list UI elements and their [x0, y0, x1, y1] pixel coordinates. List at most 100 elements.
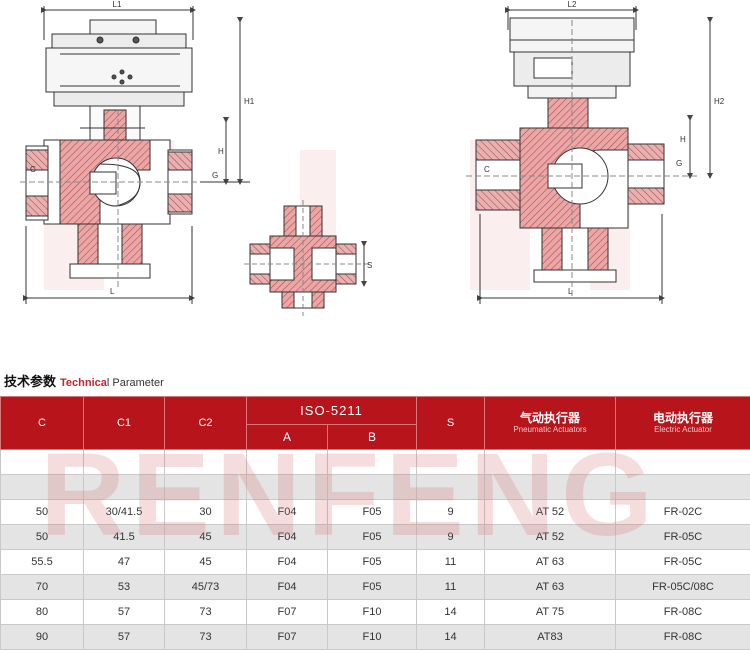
header-electric: 电动执行器 Electric Actuator [615, 396, 750, 450]
table-row [0, 474, 750, 500]
table-cell [83, 474, 165, 500]
table-cell [0, 449, 84, 475]
header-pneumatic-en: Pneumatic Actuators [513, 424, 587, 434]
table-cell [246, 474, 328, 500]
table-cell: F07 [246, 624, 328, 650]
table-cell: 70 [0, 574, 84, 600]
table-cell [327, 474, 417, 500]
dim-label-c-left: C [30, 165, 36, 174]
table-cell: FR-05C [615, 524, 750, 550]
front-view-electric [466, 6, 713, 304]
table-cell: AT 75 [484, 599, 616, 625]
table-cell: 30 [164, 499, 247, 525]
section-title-cn: 技术参数 [4, 374, 57, 389]
table-cell: 30/41.5 [83, 499, 165, 525]
table-cell [0, 474, 84, 500]
table-cell: AT 52 [484, 524, 616, 550]
table-cell: AT 63 [484, 549, 616, 575]
table-cell: FR-05C [615, 549, 750, 575]
table-cell: FR-08C [615, 599, 750, 625]
table-cell: 9 [416, 499, 485, 525]
table-cell: 55.5 [0, 549, 84, 575]
cross-section-view [244, 200, 372, 316]
table-cell: 14 [416, 599, 485, 625]
header-s: S [416, 396, 485, 450]
table-cell: F05 [327, 524, 417, 550]
table-cell: F05 [327, 549, 417, 575]
table-cell: AT 52 [484, 499, 616, 525]
valve-drawings: L1 H1 H G C L S [20, 0, 725, 316]
dim-label-l1: L1 [113, 0, 122, 9]
dim-label-h2: H2 [714, 97, 725, 106]
table-cell: 14 [416, 624, 485, 650]
header-c1: C1 [83, 396, 165, 450]
table-cell: FR-02C [615, 499, 750, 525]
table-cell [83, 449, 165, 475]
table-cell: 45 [164, 549, 247, 575]
technical-parameter-table: C C1 C2 ISO-5211 S 气动执行器 Pneumatic Actua… [0, 396, 750, 650]
table-cell: F04 [246, 499, 328, 525]
table-cell: F07 [246, 599, 328, 625]
dim-label-g-right: G [676, 159, 682, 168]
table-cell: 57 [83, 624, 165, 650]
table-cell: 73 [164, 624, 247, 650]
dim-label-h-left: H [218, 147, 224, 156]
table-cell [416, 474, 485, 500]
table-cell: 90 [0, 624, 84, 650]
dim-label-h-right: H [680, 135, 686, 144]
table-cell [164, 474, 247, 500]
front-view-pneumatic [20, 6, 250, 304]
table-cell: F05 [327, 499, 417, 525]
header-electric-en: Electric Actuator [654, 424, 712, 434]
table-cell: FR-08C [615, 624, 750, 650]
table-cell: 47 [83, 549, 165, 575]
table-cell: 50 [0, 499, 84, 525]
table-cell: 9 [416, 524, 485, 550]
table-cell [615, 474, 750, 500]
header-electric-cn: 电动执行器 [652, 410, 713, 425]
table-cell: F04 [246, 524, 328, 550]
table-cell: F04 [246, 549, 328, 575]
table-cell [246, 449, 328, 475]
table-cell: F05 [327, 574, 417, 600]
section-title-en-highlight: Technica [60, 377, 107, 389]
table-cell: AT83 [484, 624, 616, 650]
table-cell [327, 449, 417, 475]
table-cell: 11 [416, 574, 485, 600]
table-cell: 11 [416, 549, 485, 575]
table-cell: F04 [246, 574, 328, 600]
table-cell: F10 [327, 599, 417, 625]
table-cell [484, 474, 616, 500]
table-cell: AT 63 [484, 574, 616, 600]
table-cell: 45/73 [164, 574, 247, 600]
table-cell: 57 [83, 599, 165, 625]
table-cell [164, 449, 247, 475]
dim-label-l-left: L [110, 287, 115, 296]
header-c: C [0, 396, 84, 450]
header-b: B [327, 423, 417, 451]
dim-label-l2: L2 [568, 0, 577, 9]
section-title-en-rest: l Parameter [106, 377, 164, 389]
table-cell [416, 449, 485, 475]
header-c2: C2 [164, 396, 247, 450]
dim-label-l-right: L [568, 287, 573, 296]
table-cell [615, 449, 750, 475]
dim-label-h1: H1 [244, 97, 255, 106]
table-cell [484, 449, 616, 475]
header-pneumatic-cn: 气动执行器 [519, 410, 580, 425]
header-a: A [246, 423, 328, 451]
table-cell: 50 [0, 524, 84, 550]
table-cell: 45 [164, 524, 247, 550]
technical-drawing: L1 H1 H G C L S [20, 0, 725, 316]
table-cell: F10 [327, 624, 417, 650]
dim-label-c-right: C [484, 165, 490, 174]
header-iso: ISO-5211 [246, 396, 417, 425]
section-title-en: Technical Parameter [60, 377, 164, 389]
